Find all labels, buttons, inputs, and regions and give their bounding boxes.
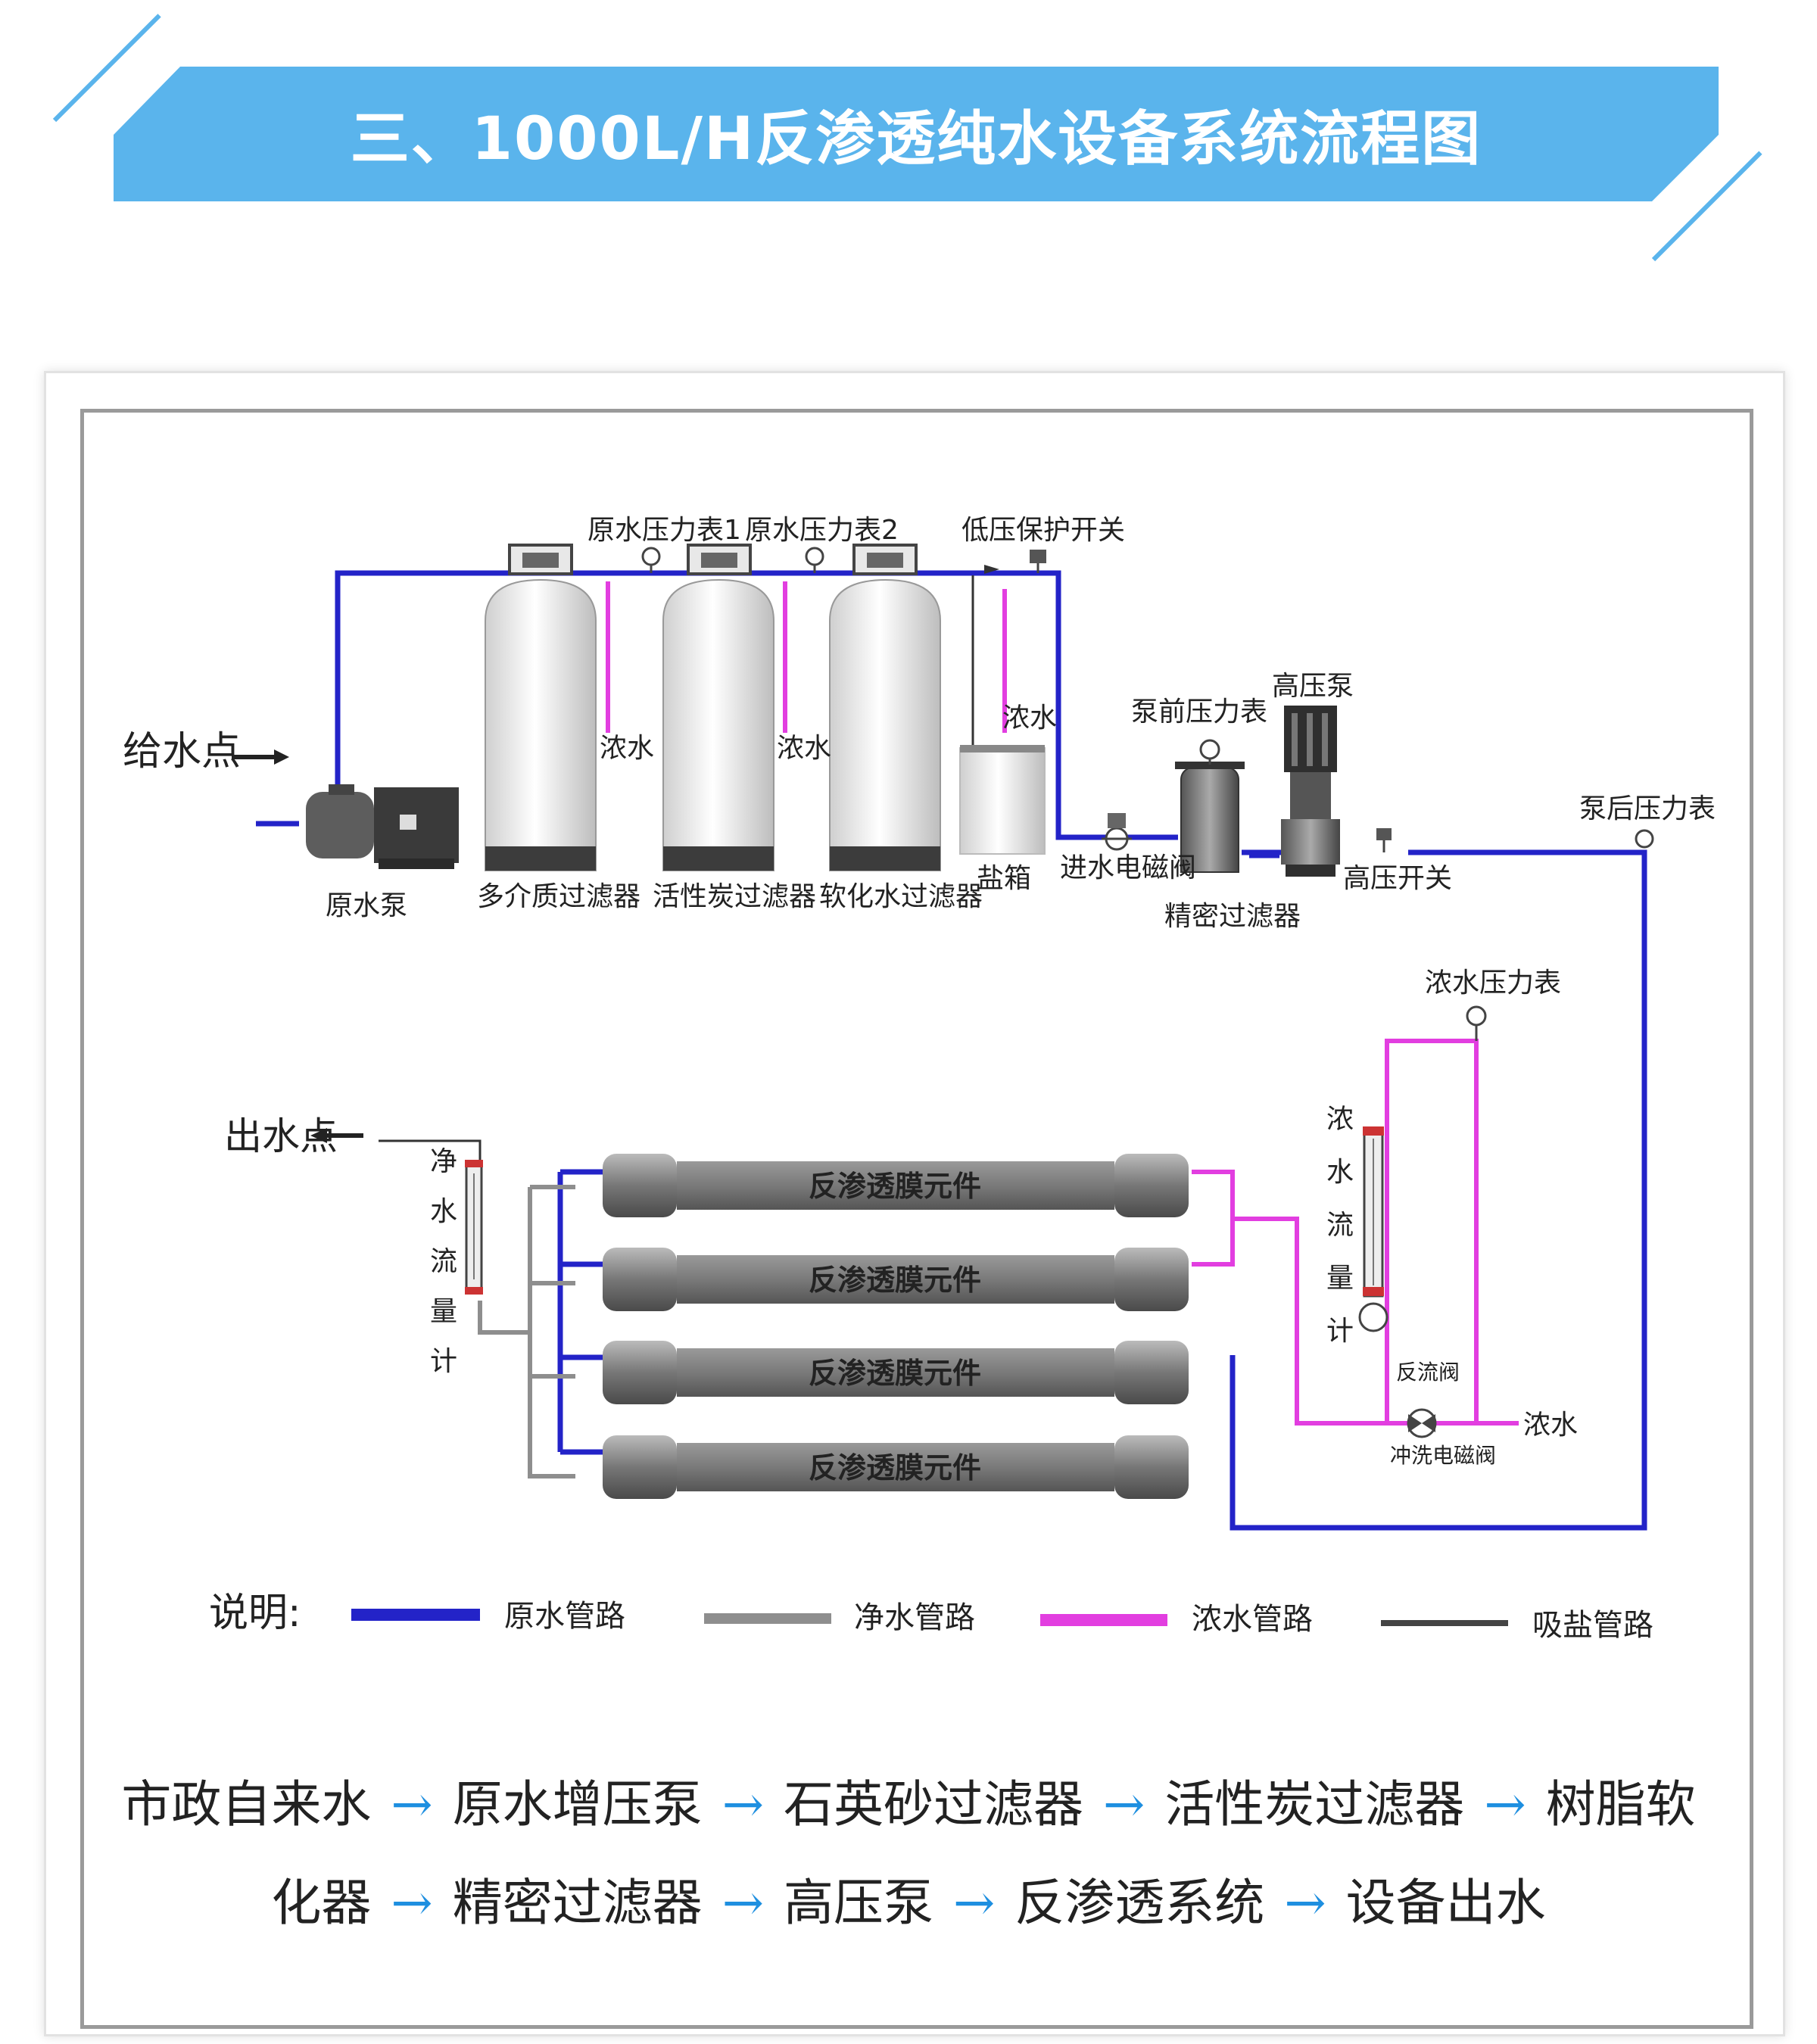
flush-valve-icon <box>1407 1408 1437 1438</box>
waste-label-2: 浓水 <box>777 733 831 764</box>
pure-flowmeter-char-2: 水 <box>430 1196 457 1227</box>
raw-pump-label: 原水泵 <box>326 890 407 921</box>
reflux-valve-label: 反流阀 <box>1396 1360 1460 1385</box>
legend-label-pure: 净水管路 <box>854 1600 975 1635</box>
membrane-4-label: 反渗透膜元件 <box>809 1451 981 1485</box>
post-pump-gauge-label: 泵后压力表 <box>1579 793 1716 824</box>
flow-step: 高压泵 <box>784 1874 933 1932</box>
diagram-border <box>80 409 1753 2029</box>
flow-step: 精密过滤器 <box>452 1874 703 1932</box>
ro-membrane-3 <box>603 1341 1189 1404</box>
inlet-label: 给水点 <box>123 729 241 774</box>
title-banner <box>114 67 1719 201</box>
concentrate-gauge-icon <box>1466 1005 1487 1041</box>
hp-pump-label: 高压泵 <box>1272 671 1354 702</box>
legend: 说明: 原水管路 净水管路 浓水管路 吸盐管路 <box>209 1591 1653 1643</box>
brine-tank <box>959 745 1046 855</box>
flow-step: 树脂软 <box>1545 1775 1696 1834</box>
flush-valve-label: 冲洗电磁阀 <box>1390 1443 1496 1468</box>
flow-step: 市政自来水 <box>121 1775 372 1834</box>
pure-flowmeter-char-1: 净 <box>430 1146 457 1177</box>
conc-flowmeter-char-1: 浓 <box>1326 1104 1354 1135</box>
waste-water-pipes <box>606 581 1519 1426</box>
brine-pipes <box>379 575 974 1162</box>
pure-water-flowmeter <box>465 1160 483 1295</box>
water-softener-tank <box>829 544 941 871</box>
pure-water-pipes <box>478 1185 575 1478</box>
legend-label-raw: 原水管路 <box>504 1599 625 1634</box>
pure-flowmeter-char-4: 量 <box>430 1296 457 1327</box>
precision-filter-label: 精密过滤器 <box>1164 901 1301 932</box>
flow-arrow-icon: → <box>1284 1874 1326 1932</box>
ro-membrane-2 <box>603 1248 1189 1311</box>
pure-flowmeter-char-3: 流 <box>430 1246 457 1277</box>
high-pressure-pump <box>1281 706 1340 877</box>
concentrate-flowmeter <box>1358 1126 1388 1332</box>
conc-flowmeter-char-4: 量 <box>1326 1263 1354 1294</box>
inlet-arrow-icon <box>232 749 289 765</box>
legend-label-salt: 吸盐管路 <box>1532 1608 1653 1643</box>
multimedia-filter-tank <box>485 544 597 871</box>
hp-switch-label: 高压开关 <box>1343 863 1452 894</box>
raw-water-pump <box>306 784 459 869</box>
conc-gauge-label: 浓水压力表 <box>1425 967 1561 999</box>
flow-arrow-icon: → <box>1103 1775 1145 1834</box>
conc-flowmeter-char-2: 水 <box>1326 1157 1354 1188</box>
membrane-2-label: 反渗透膜元件 <box>809 1263 981 1297</box>
membrane-3-label: 反渗透膜元件 <box>809 1357 981 1390</box>
flow-arrow-icon: → <box>722 1874 764 1932</box>
flow-arrow-icon: → <box>953 1874 996 1932</box>
ro-membrane-1 <box>603 1154 1189 1217</box>
process-flow-line-2: 化器 → 精密过滤器 → 高压泵 → 反渗透系统 → 设备出水 <box>83 1862 1734 1935</box>
raw-water-pipes <box>256 570 1647 1531</box>
raw-water-gauge-2-icon <box>805 547 824 573</box>
legend-label-waste: 浓水管路 <box>1192 1602 1313 1637</box>
flow-arrow-icon: → <box>1484 1775 1526 1834</box>
inlet-valve-label: 进水电磁阀 <box>1060 852 1196 883</box>
flow-step: 设备出水 <box>1345 1874 1546 1932</box>
waste-outlet-label: 浓水 <box>1523 1410 1578 1441</box>
process-flow-line-1: 市政自来水 → 原水增压泵 → 石英砂过滤器 → 活性炭过滤器 → 树脂软 <box>83 1764 1734 1837</box>
flow-arrow-icon: → <box>391 1775 433 1834</box>
conc-flowmeter-char-5: 计 <box>1326 1316 1354 1347</box>
low-pressure-switch-icon <box>984 550 1046 574</box>
flow-step: 原水增压泵 <box>452 1775 703 1834</box>
filter-3-label: 软化水过滤器 <box>819 881 983 912</box>
membrane-1-label: 反渗透膜元件 <box>809 1170 981 1203</box>
low-pressure-switch-label: 低压保护开关 <box>961 515 1125 546</box>
pre-pump-gauge-label: 泵前压力表 <box>1131 696 1267 728</box>
page-title: 三、1000L/H反渗透纯水设备系统流程图 <box>350 105 1482 173</box>
filter-2-label: 活性炭过滤器 <box>653 881 816 912</box>
flow-step: 石英砂过滤器 <box>784 1775 1083 1834</box>
brine-tank-label: 盐箱 <box>977 863 1031 894</box>
flow-step: 化器 <box>271 1874 372 1932</box>
high-pressure-switch-icon <box>1376 828 1392 852</box>
waste-label-1: 浓水 <box>600 733 654 764</box>
outlet-label: 出水点 <box>224 1114 338 1158</box>
flow-arrow-icon: → <box>391 1874 433 1932</box>
flow-step: 活性炭过滤器 <box>1164 1775 1465 1834</box>
activated-carbon-filter-tank <box>662 544 774 871</box>
outlet-arrow-icon <box>310 1128 363 1143</box>
ro-membrane-4 <box>603 1435 1189 1499</box>
flow-arrow-icon: → <box>722 1775 764 1834</box>
flow-step: 反渗透系统 <box>1014 1874 1265 1932</box>
gauge-1-label: 原水压力表1 <box>587 515 741 546</box>
inlet-solenoid-valve-icon <box>1102 813 1132 851</box>
waste-label-3: 浓水 <box>1002 703 1057 734</box>
legend-title: 说明: <box>209 1591 301 1636</box>
conc-flowmeter-char-3: 流 <box>1326 1210 1354 1241</box>
filter-1-label: 多介质过滤器 <box>477 881 640 912</box>
post-pump-gauge-icon <box>1635 829 1654 849</box>
gauge-2-label: 原水压力表2 <box>745 515 899 546</box>
pure-flowmeter-char-5: 计 <box>430 1346 457 1377</box>
precision-filter-tank <box>1175 739 1245 873</box>
raw-water-gauge-1-icon <box>641 547 661 573</box>
